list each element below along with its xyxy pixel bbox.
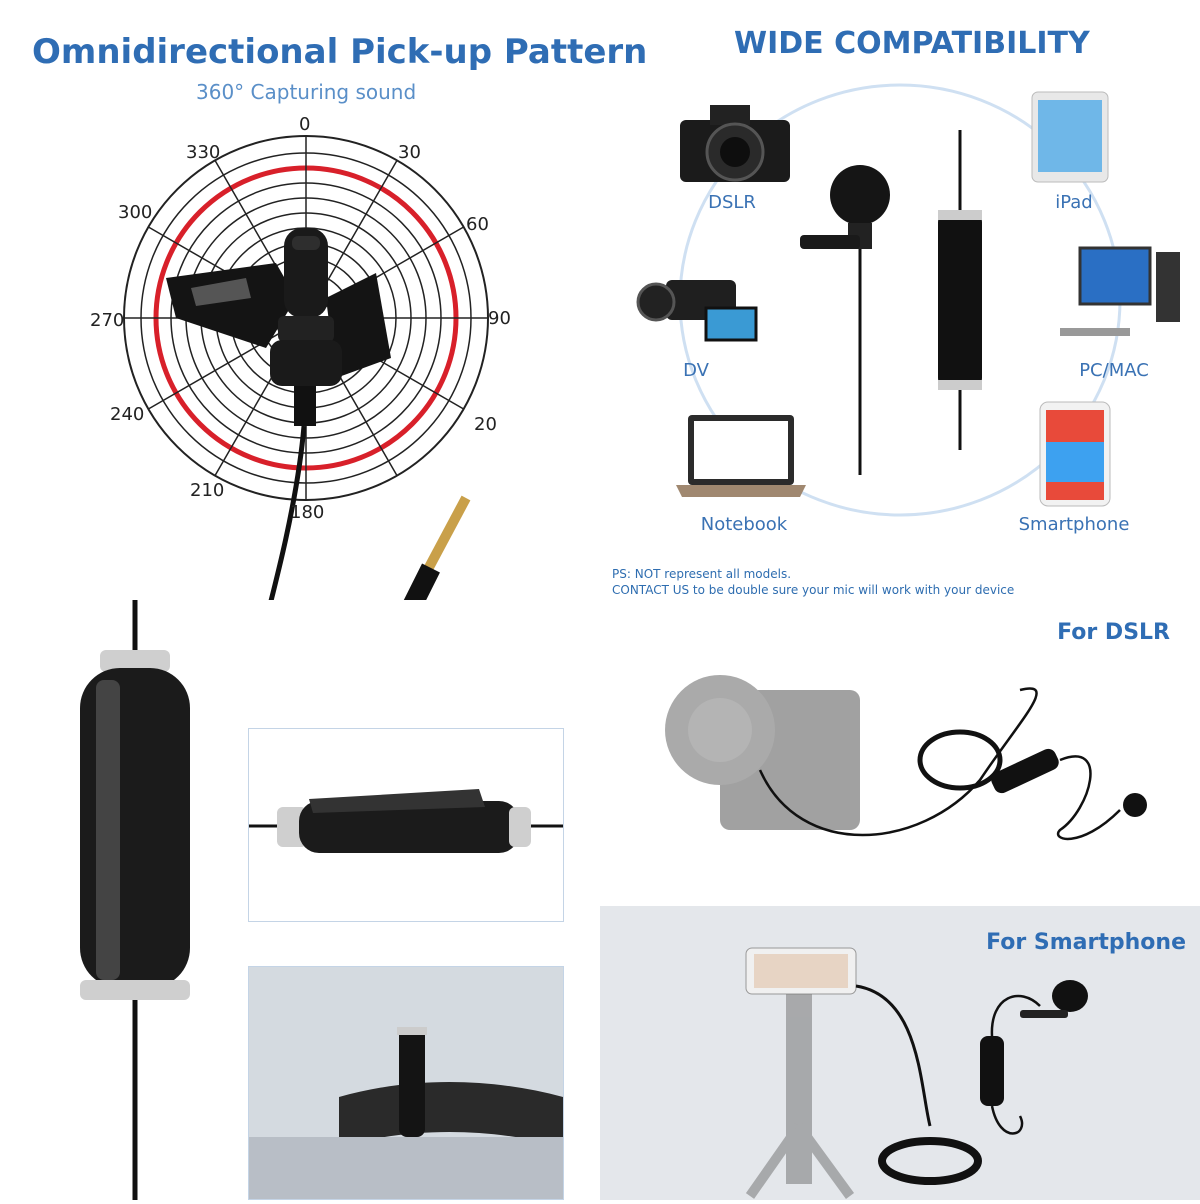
smartphone-setup-image bbox=[745, 947, 1088, 1199]
polar-angle-90: 90 bbox=[488, 308, 511, 329]
pickup-title: Omnidirectional Pick-up Pattern bbox=[32, 32, 648, 72]
ipad-icon bbox=[1031, 91, 1109, 183]
polar-angle-0: 0 bbox=[299, 114, 311, 135]
device-label-notebook: Notebook bbox=[700, 514, 788, 535]
adapter-side-view-image bbox=[249, 789, 563, 853]
compat-diagram bbox=[636, 83, 1180, 517]
lavalier-clip-icon bbox=[166, 228, 391, 600]
polar-angle-210: 210 bbox=[190, 480, 225, 501]
device-label-dv: DV bbox=[683, 360, 709, 381]
adapter-side-view-panel bbox=[248, 728, 564, 922]
pickup-subtitle: 360° Capturing sound bbox=[196, 80, 417, 104]
dslr-setup-image bbox=[665, 675, 1147, 841]
smartphone-section-panel: For Smartphone bbox=[600, 906, 1200, 1200]
lavalier-mic-icon bbox=[800, 165, 890, 475]
device-label-dslr: DSLR bbox=[708, 192, 756, 213]
audio-jack-icon bbox=[403, 495, 471, 600]
smartphone-icon bbox=[1039, 401, 1111, 507]
adapter-closeup-image bbox=[80, 600, 190, 1200]
device-label-ipad: iPad bbox=[1055, 192, 1093, 213]
desktop-pc-icon bbox=[1060, 246, 1180, 336]
clip-on-belt-image bbox=[249, 967, 563, 1199]
compat-title: WIDE COMPATIBILITY bbox=[734, 26, 1090, 61]
compat-note-line1: PS: NOT represent all models. bbox=[612, 567, 792, 581]
clip-on-belt-panel bbox=[248, 966, 564, 1200]
polar-angle-270: 270 bbox=[90, 310, 125, 331]
camcorder-icon bbox=[636, 280, 758, 342]
polar-angle-30: 30 bbox=[398, 142, 421, 163]
polar-angle-180: 180 bbox=[290, 502, 325, 523]
polar-angle-300: 300 bbox=[118, 202, 153, 223]
laptop-icon bbox=[676, 415, 806, 497]
device-label-smartphone: Smartphone bbox=[1018, 514, 1130, 535]
smartphone-section-title: For Smartphone bbox=[986, 930, 1186, 955]
dslr-section-title: For DSLR bbox=[1057, 620, 1170, 645]
polar-angle-20: 20 bbox=[474, 414, 497, 435]
compat-note-line2: CONTACT US to be double sure your mic wi… bbox=[612, 583, 1015, 597]
polar-angle-240: 240 bbox=[110, 404, 145, 425]
dslr-camera-icon bbox=[680, 105, 790, 182]
device-label-pcmac: PC/MAC bbox=[1079, 360, 1149, 381]
polar-angle-60: 60 bbox=[466, 214, 489, 235]
polar-angle-330: 330 bbox=[186, 142, 221, 163]
polar-pattern-diagram bbox=[123, 135, 489, 600]
inline-adapter-icon bbox=[938, 130, 982, 450]
